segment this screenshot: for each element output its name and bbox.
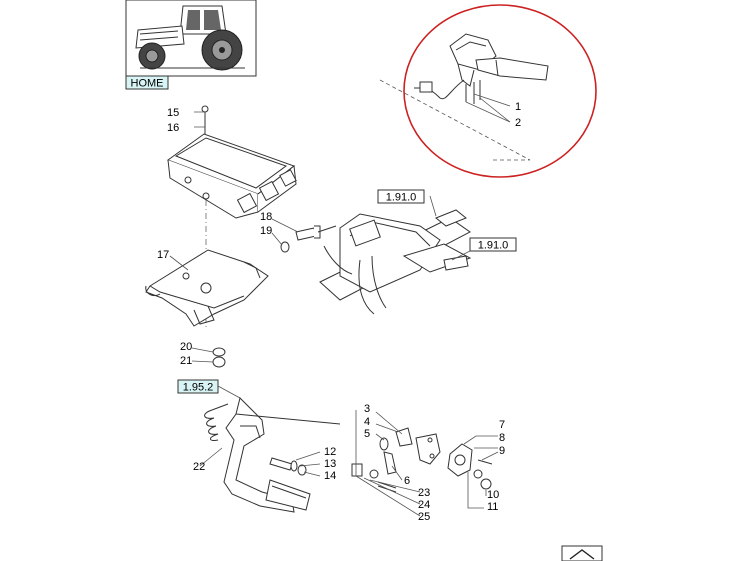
callout-8: 8 [499, 432, 505, 444]
screw-and-washer-drawing [271, 218, 321, 253]
highlight-circle [403, 4, 597, 178]
mounting-bracket-drawing [145, 249, 269, 327]
nut-and-washer-drawing [191, 347, 226, 368]
callout-16: 16 [167, 122, 179, 134]
stop-light-switch-drawing [351, 410, 441, 517]
callout-17: 17 [157, 249, 169, 261]
reference-link-top[interactable]: 1.91.0 [377, 189, 425, 204]
callout-3: 3 [364, 403, 370, 415]
home-button[interactable]: HOME [125, 75, 169, 90]
control-unit-drawing [166, 105, 297, 219]
callout-21: 21 [180, 355, 192, 367]
callout-15: 15 [167, 107, 179, 119]
callout-4: 4 [364, 416, 370, 428]
callout-22: 22 [193, 461, 205, 473]
reference-link-pedal-label: 1.95.2 [183, 382, 214, 394]
callout-13: 13 [324, 458, 336, 470]
home-button-label: HOME [131, 78, 164, 90]
callout-1: 1 [515, 101, 521, 113]
callout-25: 25 [418, 511, 430, 523]
callout-7: 7 [499, 419, 505, 431]
adjusting-bolt-drawing [269, 451, 321, 477]
brake-pedal-drawing [199, 397, 341, 513]
callout-5: 5 [364, 428, 370, 440]
reference-link-pedal[interactable]: 1.95.2 [177, 379, 219, 394]
tractor-thumbnail-icon[interactable] [125, 0, 257, 77]
up-chevron-icon[interactable] [561, 545, 603, 561]
reference-link-top-label: 1.91.0 [386, 192, 417, 204]
callout-20: 20 [180, 341, 192, 353]
steering-column-drawing [317, 195, 473, 315]
pedal-link-leader [217, 385, 241, 399]
callout-14: 14 [324, 470, 336, 482]
multifunction-switch-drawing [379, 33, 549, 161]
callout-24: 24 [418, 499, 430, 511]
sensor-assembly-drawing [447, 435, 499, 509]
callout-10: 10 [487, 489, 499, 501]
callout-11: 11 [487, 501, 498, 513]
callout-19: 19 [260, 225, 272, 237]
callout-18: 18 [260, 211, 272, 223]
callout-9: 9 [499, 445, 505, 457]
reference-link-right-label: 1.91.0 [478, 240, 509, 252]
callout-6: 6 [404, 475, 410, 487]
reference-link-right[interactable]: 1.91.0 [469, 237, 517, 252]
callout-2: 2 [515, 117, 521, 129]
callout-23: 23 [418, 487, 430, 499]
callout-12: 12 [324, 446, 336, 458]
